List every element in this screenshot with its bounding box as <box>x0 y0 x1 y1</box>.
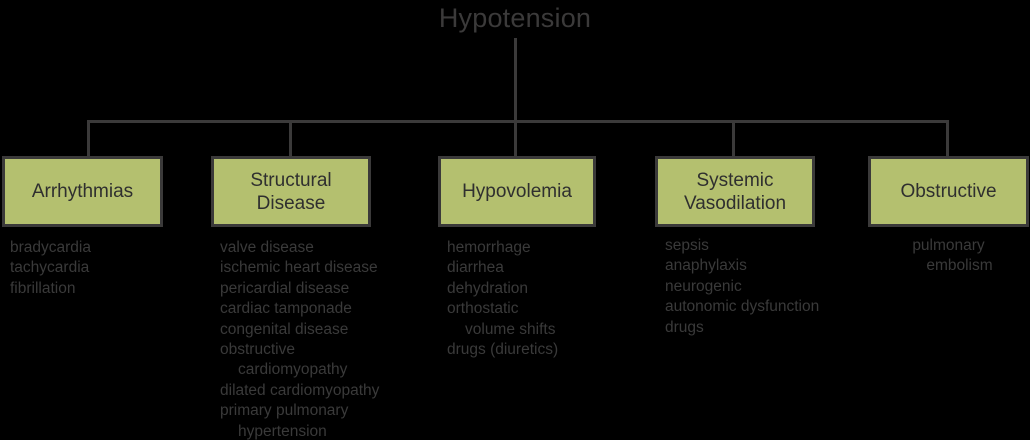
leaf-item: ischemic heart disease <box>220 259 378 277</box>
node-label-structural-disease: Structural Disease <box>250 169 332 214</box>
leaf-item: obstructive <box>220 341 295 359</box>
leaf-list-systemic-vasodilation: sepsis anaphylaxis neurogenic autonomic dys… <box>665 236 819 338</box>
node-label-hypovolemia: Hypovolemia <box>462 181 572 202</box>
branch-drop-arrhythmias <box>87 120 90 157</box>
leaf-item: embolism <box>926 257 993 275</box>
leaf-item: neurogenic <box>665 277 742 295</box>
leaf-list-structural-disease: valve disease ischemic heart disease peric… <box>220 238 379 440</box>
node-label-systemic-vasodilation: Systemic Vasodilation <box>683 169 787 214</box>
branch-drop-hypovolemia <box>514 120 517 157</box>
leaf-item: hypertension <box>238 422 327 440</box>
root-stem-connector <box>514 38 517 122</box>
branch-drop-systemic-vasodilation <box>732 120 735 157</box>
leaf-item: pulmonary <box>912 237 985 254</box>
leaf-item: anaphylaxis <box>665 257 747 275</box>
leaf-item: fibrillation <box>10 279 76 297</box>
leaf-item: drugs (diuretics) <box>447 341 559 359</box>
branch-drop-obstructive <box>946 120 949 157</box>
leaf-item: valve disease <box>220 239 314 256</box>
branch-drop-structural-disease <box>289 120 292 157</box>
leaf-list-arrhythmias: bradycardia tachycardia fibrillation <box>10 238 91 299</box>
leaf-item: tachycardia <box>10 259 90 277</box>
node-box-systemic-vasodilation[interactable]: Systemic Vasodilation <box>655 156 815 227</box>
leaf-item: primary pulmonary <box>220 402 349 420</box>
node-label-obstructive: Obstructive <box>900 181 997 202</box>
leaf-item: diarrhea <box>447 259 504 277</box>
leaf-item: pericardial disease <box>220 279 350 297</box>
leaf-item: drugs <box>665 318 704 336</box>
node-label-arrhythmias: Arrhythmias <box>31 181 134 202</box>
leaf-item: bradycardia <box>10 239 91 256</box>
node-box-obstructive[interactable]: Obstructive <box>868 156 1029 227</box>
leaf-item: sepsis <box>665 237 709 254</box>
leaf-item: cardiomyopathy <box>238 361 348 379</box>
horizontal-bus-connector <box>87 120 949 123</box>
node-box-arrhythmias[interactable]: Arrhythmias <box>2 156 163 227</box>
leaf-item: dehydration <box>447 279 529 297</box>
page-title: Hypotension <box>438 3 592 33</box>
leaf-list-obstructive: pulmonary embolism <box>868 236 1029 277</box>
leaf-item: dilated cardiomyopathy <box>220 381 380 399</box>
node-box-structural-disease[interactable]: Structural Disease <box>211 156 371 227</box>
leaf-list-hypovolemia: hemorrhage diarrhea dehydration orthostatic… <box>447 238 558 360</box>
leaf-item: cardiac tamponade <box>220 300 352 318</box>
node-box-hypovolemia[interactable]: Hypovolemia <box>438 156 596 227</box>
leaf-item: orthostatic <box>447 300 519 318</box>
leaf-item: hemorrhage <box>447 239 531 256</box>
leaf-item: autonomic dysfunction <box>665 298 820 316</box>
leaf-item: congenital disease <box>220 320 349 338</box>
leaf-item: volume shifts <box>465 320 556 338</box>
